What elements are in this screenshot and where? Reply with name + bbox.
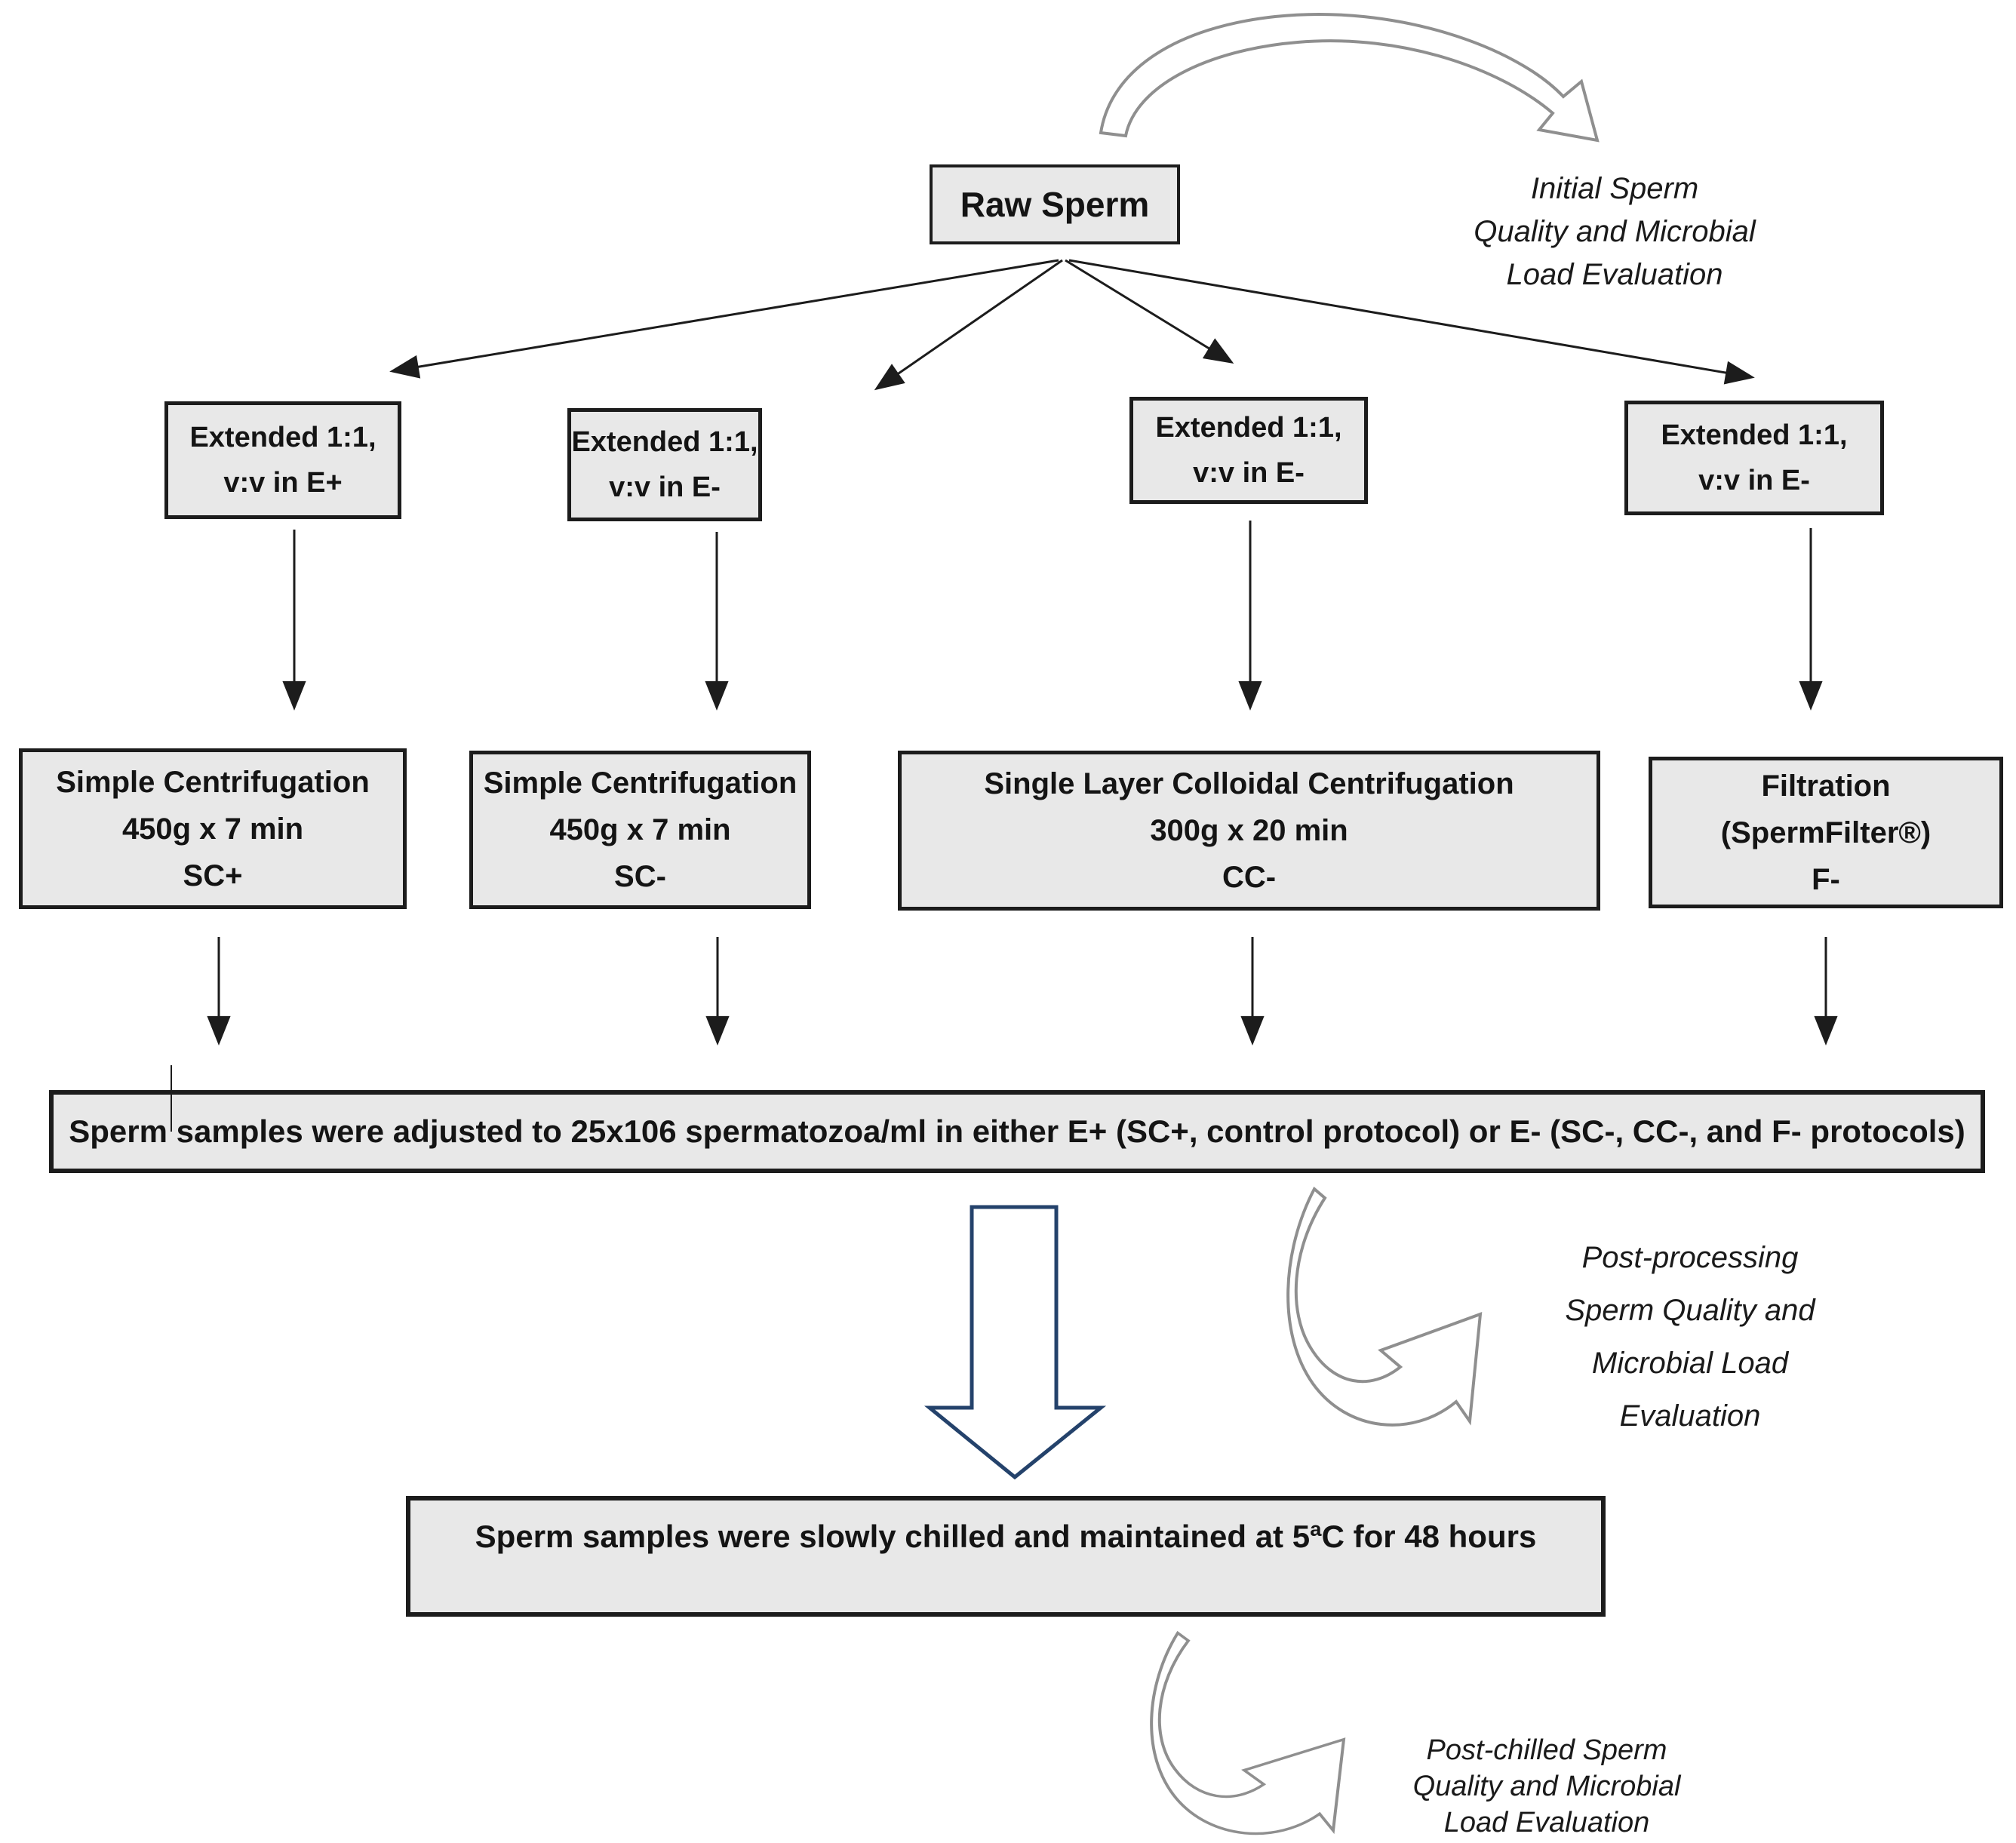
annotation-line: Microbial Load [1591,1347,1789,1380]
block-arrow-to-chilling [923,1205,1107,1480]
node-label-line: Extended 1:1, [571,426,758,458]
node-chilled-storage: Sperm samples were slowly chilled and ma… [406,1496,1606,1617]
node-label-line: SC- [614,860,666,893]
node-label-line: v:v in E- [1698,465,1810,496]
annotation-line: Quality and Microbial [1474,215,1756,248]
node-label-line: Filtration [1761,769,1891,803]
node-label-line: Simple Centrifugation [483,766,797,800]
annotation-line: Post-chilled Sperm [1426,1734,1667,1766]
node-label-line: Extended 1:1, [1155,412,1342,444]
node-label: Sperm samples were slowly chilled and ma… [475,1519,1537,1554]
node-label: Sperm samples were adjusted to 25x106 sp… [69,1113,1965,1149]
node-label-line: v:v in E- [609,472,721,503]
annotation-line: Quality and Microbial [1412,1771,1681,1802]
node-label-line: v:v in E- [1193,457,1305,489]
annotation-post-chilled-evaluation: Post-chilled Sperm Quality and Microbial… [1377,1732,1716,1841]
node-label-line: CC- [1222,861,1277,894]
node-simple-centrifugation-sc-plus: Simple Centrifugation 450g x 7 min SC+ [19,748,407,909]
annotation-line: Sperm Quality and [1565,1294,1815,1327]
node-label-line: SC+ [183,859,243,892]
curved-arrow-post-chilled-evaluation [1150,1630,1346,1835]
processing-to-adjustment-arrows [207,937,1838,1046]
arrow-raw-to-extended-3 [1065,259,1234,364]
node-label-line: Simple Centrifugation [56,765,370,799]
node-label-line: 450g x 7 min [121,812,304,846]
arrow-raw-to-extended-2 [874,259,1063,391]
node-label-line: (SpermFilter®) [1720,816,1931,849]
node-extended-e-minus-1: Extended 1:1, v:v in E- [567,408,762,521]
node-extended-e-plus: Extended 1:1, v:v in E+ [164,401,401,519]
arrow-raw-to-extended-1 [389,259,1059,379]
node-simple-centrifugation-sc-minus: Simple Centrifugation 450g x 7 min SC- [469,751,811,909]
annotation-line: Post-processing [1581,1241,1799,1274]
curved-arrow-initial-evaluation [1099,13,1600,143]
extended-to-processing-arrows [282,521,1823,711]
node-label-line: Extended 1:1, [189,422,376,453]
node-label-line: Single Layer Colloidal Centrifugation [984,767,1514,800]
node-raw-sperm: Raw Sperm [930,164,1180,244]
node-label-line: Extended 1:1, [1661,419,1848,451]
node-concentration-adjustment: Sperm samples were adjusted to 25x106 sp… [49,1090,1985,1173]
node-extended-e-minus-3: Extended 1:1, v:v in E- [1624,401,1884,515]
node-colloidal-centrifugation-cc-minus: Single Layer Colloidal Centrifugation 30… [898,751,1600,911]
annotation-initial-evaluation: Initial Sperm Quality and Microbial Load… [1430,167,1799,296]
curved-arrow-post-processing-evaluation [1286,1186,1483,1427]
annotation-line: Load Evaluation [1443,1807,1650,1838]
node-label: Raw Sperm [960,185,1150,224]
node-label-line: v:v in E+ [223,467,343,499]
annotation-line: Evaluation [1619,1399,1761,1433]
annotation-line: Initial Sperm [1530,172,1699,205]
node-extended-e-minus-2: Extended 1:1, v:v in E- [1129,397,1368,504]
node-label-line: 450g x 7 min [549,813,731,846]
annotation-post-processing-evaluation: Post-processing Sperm Quality and Microb… [1520,1231,1860,1442]
annotation-line: Load Evaluation [1506,258,1723,291]
node-filtration-f-minus: Filtration (SpermFilter®) F- [1649,757,2003,908]
node-label-line: F- [1812,862,1840,896]
node-label-line: 300g x 20 min [1150,814,1348,847]
